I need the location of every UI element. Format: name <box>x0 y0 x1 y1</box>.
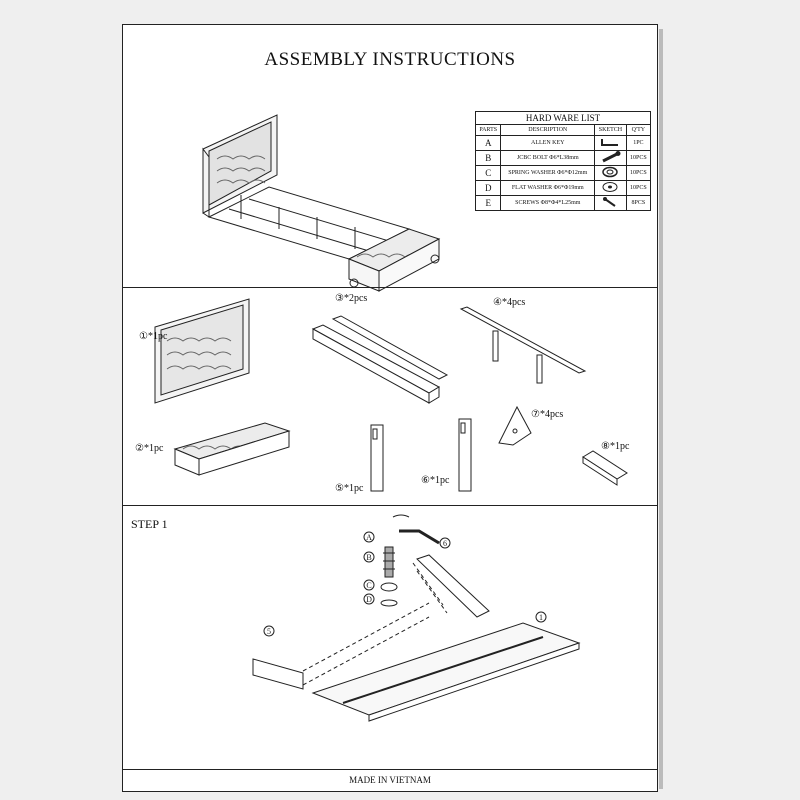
divider <box>123 769 657 770</box>
hardware-list-table: HARD WARE LIST PARTS DESCRIPTION SKETCH … <box>474 111 652 211</box>
step-1-label: STEP 1 <box>131 517 168 531</box>
part-5-label: ⑤*1pc <box>335 483 364 494</box>
hardware-row: A ALLEN KEY 1PC <box>474 135 652 151</box>
callout-a: A <box>366 533 372 542</box>
part-qty: 8PCS <box>625 195 652 211</box>
page-title: ASSEMBLY INSTRUCTIONS <box>264 49 516 70</box>
bracket-part-illustration <box>498 405 532 446</box>
part-code: D <box>474 180 502 196</box>
callout-1: 1 <box>539 613 543 622</box>
callout-c: C <box>366 581 371 590</box>
part-qty: 10PCS <box>625 180 652 196</box>
hardware-row: E SCREWS Φ8*Φ4*L25mm 8PCS <box>474 195 652 211</box>
footer-made-in: MADE IN VIETNAM <box>349 775 431 785</box>
part-description: ALLEN KEY <box>500 135 596 151</box>
part-qty: 1PC <box>625 135 652 151</box>
divider <box>123 505 657 506</box>
hardware-header-row: PARTS DESCRIPTION SKETCH Q'TY <box>474 124 652 136</box>
part-8-label: ⑧*1pc <box>601 441 630 452</box>
col-header: DESCRIPTION <box>500 124 596 136</box>
part-1-label: ①*1pc <box>139 331 168 342</box>
hardware-row: B JCBC BOLT Φ6*L38mm 10PCS <box>474 150 652 166</box>
part-4-label: ④*4pcs <box>493 297 526 308</box>
bolt-icon <box>594 150 627 166</box>
part-description: JCBC BOLT Φ6*L38mm <box>500 150 596 166</box>
part-code: B <box>474 150 502 166</box>
part-code: A <box>474 135 502 151</box>
callout-b: B <box>366 553 371 562</box>
hardware-row: D FLAT WASHER Φ6*Φ19mm 10PCS <box>474 180 652 196</box>
bed-overview-illustration <box>202 114 441 292</box>
hardware-row: C SPRING WASHER Φ6*Φ12mm 10PCS <box>474 165 652 181</box>
allen-key-icon <box>594 135 627 151</box>
part-6-label: ⑥*1pc <box>421 475 450 486</box>
callout-6: 6 <box>443 539 447 548</box>
spring-washer-icon <box>594 165 627 181</box>
part-7-label: ⑦*4pcs <box>531 409 564 420</box>
col-header: Q'TY <box>625 124 652 136</box>
part-qty: 10PCS <box>625 165 652 181</box>
part-2-label: ②*1pc <box>135 443 164 454</box>
center-block-illustration <box>582 450 628 486</box>
flat-washer-icon <box>594 180 627 196</box>
headboard-part-illustration <box>154 298 250 404</box>
col-header: SKETCH <box>594 124 627 136</box>
col-header: PARTS <box>474 124 502 136</box>
part-code: C <box>474 165 502 181</box>
step-1-diagram: A B C D 6 1 5 <box>252 514 581 722</box>
leg-5-illustration <box>370 424 384 492</box>
footboard-part-illustration <box>173 422 291 476</box>
part-qty: 10PCS <box>625 150 652 166</box>
part-code: E <box>474 195 502 211</box>
instruction-sheet: ASSEMBLY INSTRUCTIONS HARD WARE LIST PAR… <box>122 24 663 792</box>
divider <box>123 287 657 288</box>
callout-d: D <box>366 595 372 604</box>
leg-6-illustration <box>458 418 472 492</box>
callout-5: 5 <box>267 627 271 636</box>
part-3-label: ③*2pcs <box>335 293 368 304</box>
hardware-list-caption: HARD WARE LIST <box>475 111 651 125</box>
rail-part-illustration <box>311 315 449 404</box>
slat-support-illustration <box>459 306 587 384</box>
part-description: SCREWS Φ8*Φ4*L25mm <box>500 195 596 211</box>
screw-icon <box>594 195 627 211</box>
part-description: SPRING WASHER Φ6*Φ12mm <box>500 165 596 181</box>
part-description: FLAT WASHER Φ6*Φ19mm <box>500 180 596 196</box>
